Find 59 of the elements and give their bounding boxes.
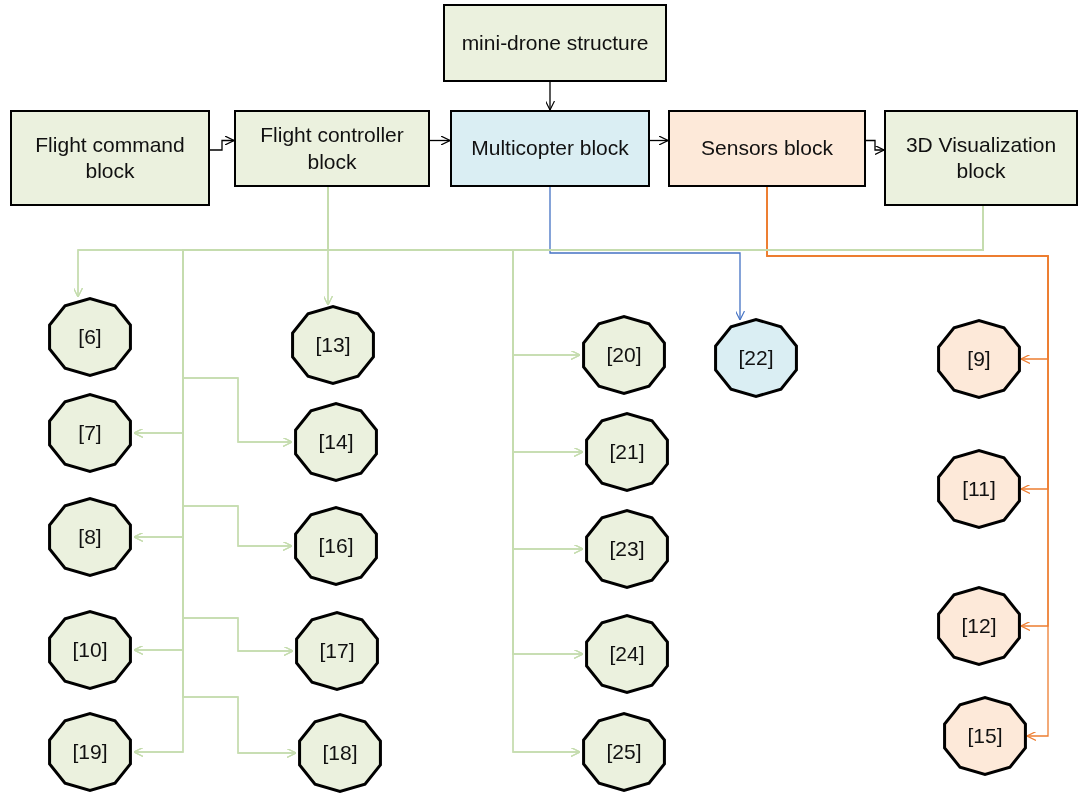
connector-arrow	[649, 135, 669, 146]
decagon-node	[46, 610, 134, 690]
reference-number: [21]	[609, 440, 645, 464]
reference-number: [24]	[609, 642, 645, 666]
block-label: Flight command block	[34, 131, 186, 184]
reference-number: [11]	[962, 477, 996, 501]
reference-number: [15]	[967, 724, 1003, 748]
reference-number: [25]	[606, 740, 642, 764]
reference-number: [19]	[72, 740, 108, 764]
process-box	[450, 110, 650, 187]
block-label: Sensors block	[701, 135, 833, 162]
reference-number: [17]	[319, 639, 355, 663]
decagon-node	[46, 497, 134, 577]
connector-arrow	[865, 139, 885, 156]
reference-number: [7]	[78, 421, 102, 445]
connector-arrow	[429, 135, 451, 146]
decagon-node	[46, 297, 134, 377]
reference-number: [18]	[322, 741, 358, 765]
process-box	[234, 110, 430, 187]
process-box	[884, 110, 1078, 206]
reference-number: [10]	[72, 638, 108, 662]
reference-number: [12]	[961, 614, 997, 638]
connector-arrow	[544, 81, 556, 111]
connector-arrow	[209, 135, 235, 151]
decagon-node	[46, 393, 134, 473]
process-box	[443, 4, 667, 82]
block-label: mini-drone structure	[461, 29, 649, 56]
decagon-node	[289, 305, 377, 385]
decagon-node	[583, 614, 671, 694]
reference-number: [20]	[606, 343, 642, 367]
block-label: Multicopter block	[471, 135, 629, 162]
decagon-node	[712, 318, 800, 398]
decagon-node	[583, 509, 671, 589]
decagon-node	[580, 712, 668, 792]
decagon-node	[583, 412, 671, 492]
reference-number: [6]	[78, 325, 102, 349]
decagon-node	[292, 506, 380, 586]
connector-arrow	[766, 186, 1049, 742]
connector-arrow	[549, 186, 746, 321]
decagon-node	[292, 402, 380, 482]
decagon-node	[935, 449, 1023, 529]
block-label: 3D Visualization block	[904, 131, 1058, 184]
block-label: Flight controller block	[259, 122, 405, 175]
decagon-node	[935, 319, 1023, 399]
decagon-node	[941, 696, 1029, 776]
process-box	[668, 110, 866, 187]
reference-number: [8]	[78, 525, 102, 549]
decagon-node	[296, 713, 384, 793]
decagon-node	[580, 315, 668, 395]
decagon-node	[935, 586, 1023, 666]
decagon-node	[46, 712, 134, 792]
reference-number: [16]	[318, 534, 354, 558]
reference-number: [14]	[318, 430, 354, 454]
reference-number: [13]	[315, 333, 351, 357]
reference-number: [22]	[738, 346, 774, 370]
reference-number: [9]	[967, 347, 991, 371]
process-box	[10, 110, 210, 206]
decagon-node	[293, 611, 381, 691]
reference-number: [23]	[609, 537, 645, 561]
